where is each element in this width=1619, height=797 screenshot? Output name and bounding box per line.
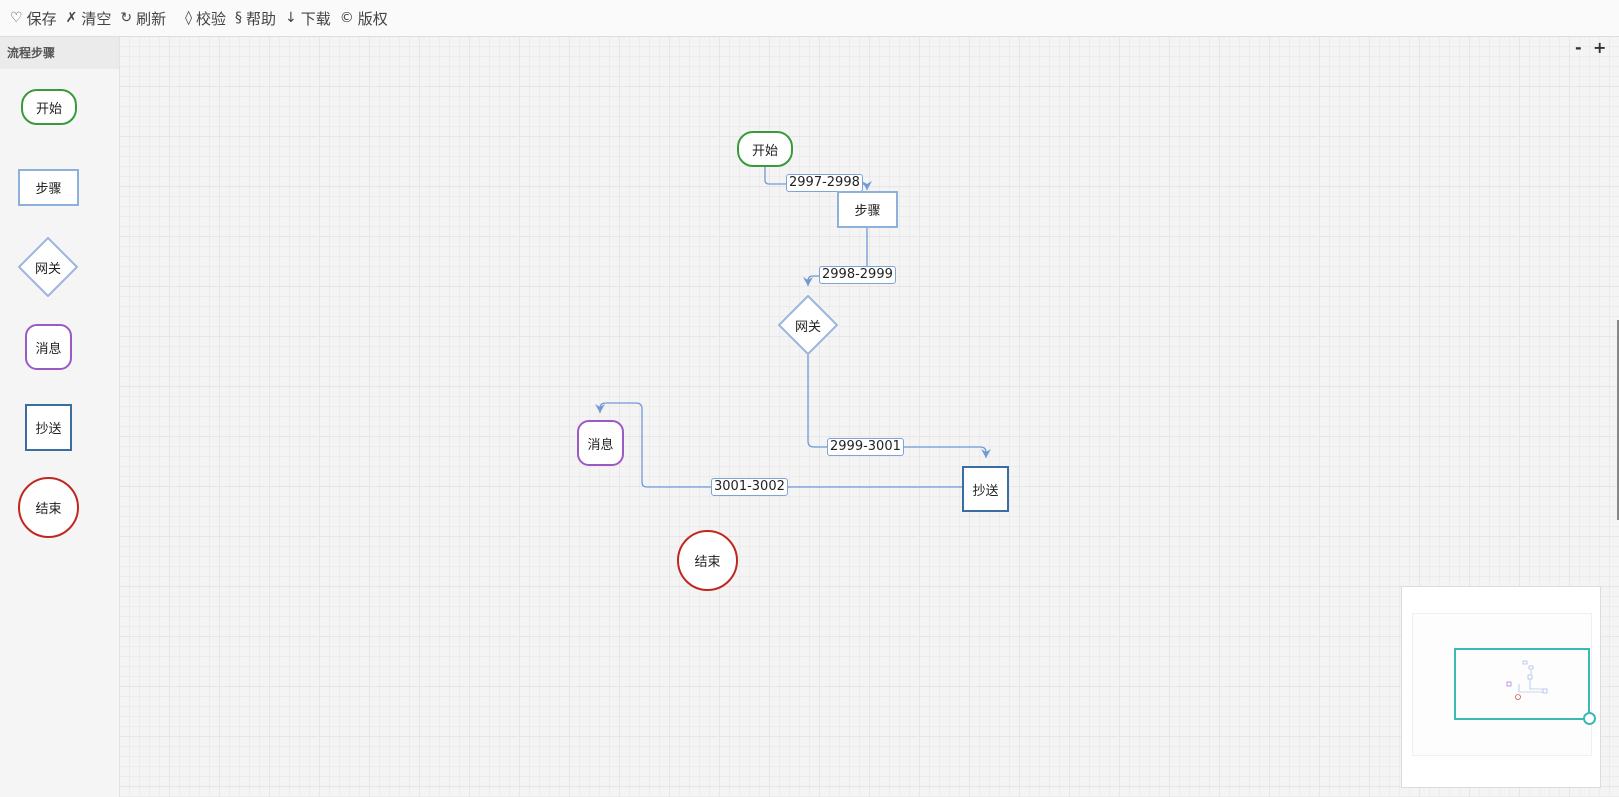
node-message[interactable]: 消息 [577, 420, 624, 466]
palette-cc-shape[interactable]: 抄送 [25, 404, 72, 451]
palette-cc-label: 抄送 [35, 422, 62, 437]
palette-end-shape[interactable]: 结束 [18, 477, 79, 538]
edge-label[interactable]: 2998-2999 [819, 266, 896, 284]
refresh-label: 刷新 [136, 9, 167, 28]
copyright-button[interactable]: © 版权 [340, 8, 388, 29]
palette-gateway-label: 网关 [34, 261, 61, 277]
save-button[interactable]: ♡ 保存 [10, 8, 57, 29]
help-button[interactable]: § 帮助 [235, 8, 276, 29]
node-step[interactable]: 步骤 [837, 191, 898, 228]
toolbar: ♡ 保存 ✗ 清空 ↻ 刷新 ◊ 校验 § 帮助 ↓ 下载 © 版权 [0, 0, 1619, 37]
refresh-icon: ↻ [120, 10, 133, 26]
download-label: 下载 [300, 9, 331, 28]
minimap-resize-handle[interactable] [1583, 712, 1596, 725]
minimap-preview [1506, 660, 1548, 700]
clear-button[interactable]: ✗ 清空 [66, 8, 112, 29]
cross-icon: ✗ [65, 10, 78, 26]
palette-title: 流程步骤 [0, 37, 119, 69]
minimap-viewport[interactable] [1454, 648, 1590, 720]
minimap-area [1412, 613, 1592, 756]
scrollbar[interactable] [1617, 320, 1619, 520]
node-message-label: 消息 [587, 437, 614, 453]
diamond-icon: ◊ [185, 10, 192, 26]
validate-label: 校验 [196, 9, 227, 28]
clear-label: 清空 [81, 9, 112, 28]
section-icon: § [235, 10, 243, 26]
gateway-diamond [778, 295, 838, 355]
node-start-label: 开始 [751, 143, 778, 159]
zoom-in-button[interactable]: + [1593, 38, 1607, 57]
edge-label[interactable]: 2999-3001 [827, 438, 904, 456]
palette-start-label: 开始 [35, 101, 62, 117]
validate-button[interactable]: ◊ 校验 [185, 8, 226, 29]
node-end[interactable]: 结束 [677, 530, 738, 591]
flow-canvas[interactable] [120, 37, 1619, 797]
minimap[interactable] [1401, 586, 1601, 788]
palette-gateway-shape[interactable]: 网关 [18, 237, 78, 297]
copyright-label: 版权 [357, 9, 388, 28]
help-label: 帮助 [246, 9, 277, 28]
palette-end-label: 结束 [35, 502, 62, 517]
copyright-icon: © [339, 10, 354, 26]
node-step-label: 步骤 [854, 204, 881, 219]
palette-gateway-diamond [18, 237, 78, 297]
palette-start-shape[interactable]: 开始 [21, 89, 77, 125]
heart-icon: ♡ [10, 10, 23, 26]
edge-label[interactable]: 3001-3002 [711, 478, 788, 496]
edge-label[interactable]: 2997-2998 [786, 174, 863, 192]
palette-step-label: 步骤 [35, 182, 62, 197]
node-start[interactable]: 开始 [737, 131, 793, 167]
palette-message-shape[interactable]: 消息 [25, 324, 72, 370]
download-arrow-icon: ↓ [285, 10, 297, 26]
node-gateway[interactable]: 网关 [778, 295, 838, 355]
node-end-label: 结束 [694, 555, 721, 570]
save-label: 保存 [26, 9, 57, 28]
download-button[interactable]: ↓ 下载 [285, 8, 331, 29]
zoom-out-button[interactable]: - [1575, 38, 1582, 57]
palette-step-shape[interactable]: 步骤 [18, 169, 79, 206]
palette-message-label: 消息 [35, 341, 62, 357]
node-cc[interactable]: 抄送 [962, 466, 1009, 512]
node-cc-label: 抄送 [972, 483, 999, 499]
refresh-button[interactable]: ↻ 刷新 [120, 8, 166, 29]
node-gateway-label: 网关 [794, 319, 821, 335]
